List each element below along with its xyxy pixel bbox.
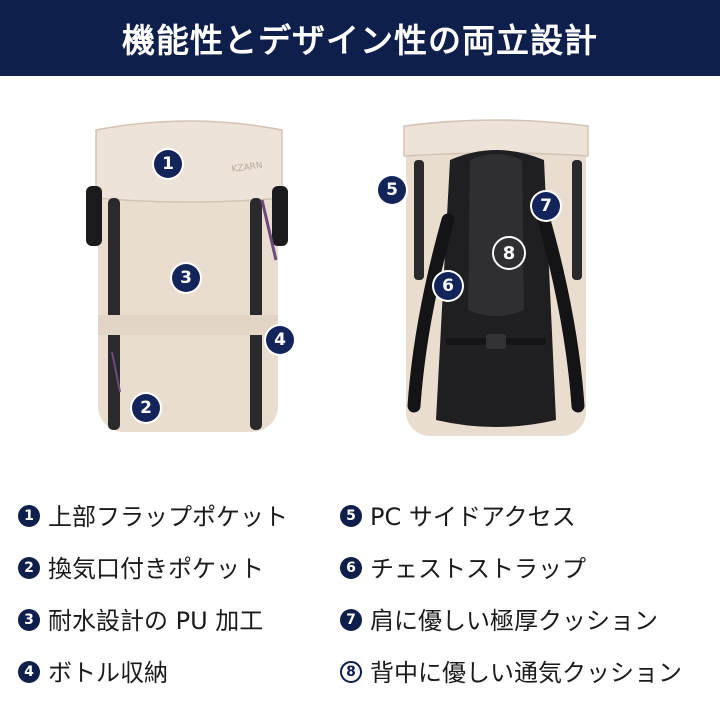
feature-number-badge: 7 xyxy=(340,609,362,631)
marker-6: 6 xyxy=(434,272,462,300)
marker-5: 5 xyxy=(378,176,406,204)
feature-list: 1 上部フラップポケット 2 換気口付きポケット 3 耐水設計の PU 加工 4… xyxy=(18,500,718,690)
feature-column-left: 1 上部フラップポケット 2 換気口付きポケット 3 耐水設計の PU 加工 4… xyxy=(18,500,288,708)
feature-item: 6 チェストストラップ xyxy=(340,552,682,604)
marker-8: 8 xyxy=(492,236,526,270)
page-title: 機能性とデザイン性の両立設計 xyxy=(122,21,598,60)
feature-number-badge: 3 xyxy=(18,609,40,631)
feature-label: ボトル収納 xyxy=(48,659,168,687)
feature-label: 肩に優しい極厚クッション xyxy=(370,607,658,635)
feature-item: 7 肩に優しい極厚クッション xyxy=(340,604,682,656)
feature-number-badge: 4 xyxy=(18,661,40,683)
marker-4: 4 xyxy=(266,326,294,354)
feature-label: 上部フラップポケット xyxy=(48,503,288,531)
feature-column-right: 5 PC サイドアクセス 6 チェストストラップ 7 肩に優しい極厚クッション … xyxy=(340,500,682,708)
brand-mark: KZARN xyxy=(231,161,263,175)
backpack-illustration: KZARN 1 2 3 4 5 6 7 8 xyxy=(0,100,720,460)
feature-number-badge: 1 xyxy=(18,505,40,527)
feature-item: 8 背中に優しい通気クッション xyxy=(340,656,682,708)
marker-2: 2 xyxy=(132,394,160,422)
feature-label: チェストストラップ xyxy=(370,555,586,583)
feature-number-badge: 8 xyxy=(340,661,362,683)
feature-label: 耐水設計の PU 加工 xyxy=(48,607,264,635)
title-banner: 機能性とデザイン性の両立設計 xyxy=(0,0,720,76)
feature-label: 換気口付きポケット xyxy=(48,555,264,583)
feature-number-badge: 2 xyxy=(18,557,40,579)
backpack-back xyxy=(403,119,589,436)
feature-label: 背中に優しい通気クッション xyxy=(370,659,682,687)
feature-item: 2 換気口付きポケット xyxy=(18,552,288,604)
marker-3: 3 xyxy=(172,264,200,292)
feature-label: PC サイドアクセス xyxy=(370,503,576,531)
marker-1: 1 xyxy=(154,150,182,178)
feature-number-badge: 6 xyxy=(340,557,362,579)
marker-7: 7 xyxy=(532,192,560,220)
feature-number-badge: 5 xyxy=(340,505,362,527)
feature-item: 4 ボトル収納 xyxy=(18,656,288,708)
feature-item: 5 PC サイドアクセス xyxy=(340,500,682,552)
feature-item: 3 耐水設計の PU 加工 xyxy=(18,604,288,656)
backpack-images: KZARN xyxy=(86,119,589,436)
feature-item: 1 上部フラップポケット xyxy=(18,500,288,552)
